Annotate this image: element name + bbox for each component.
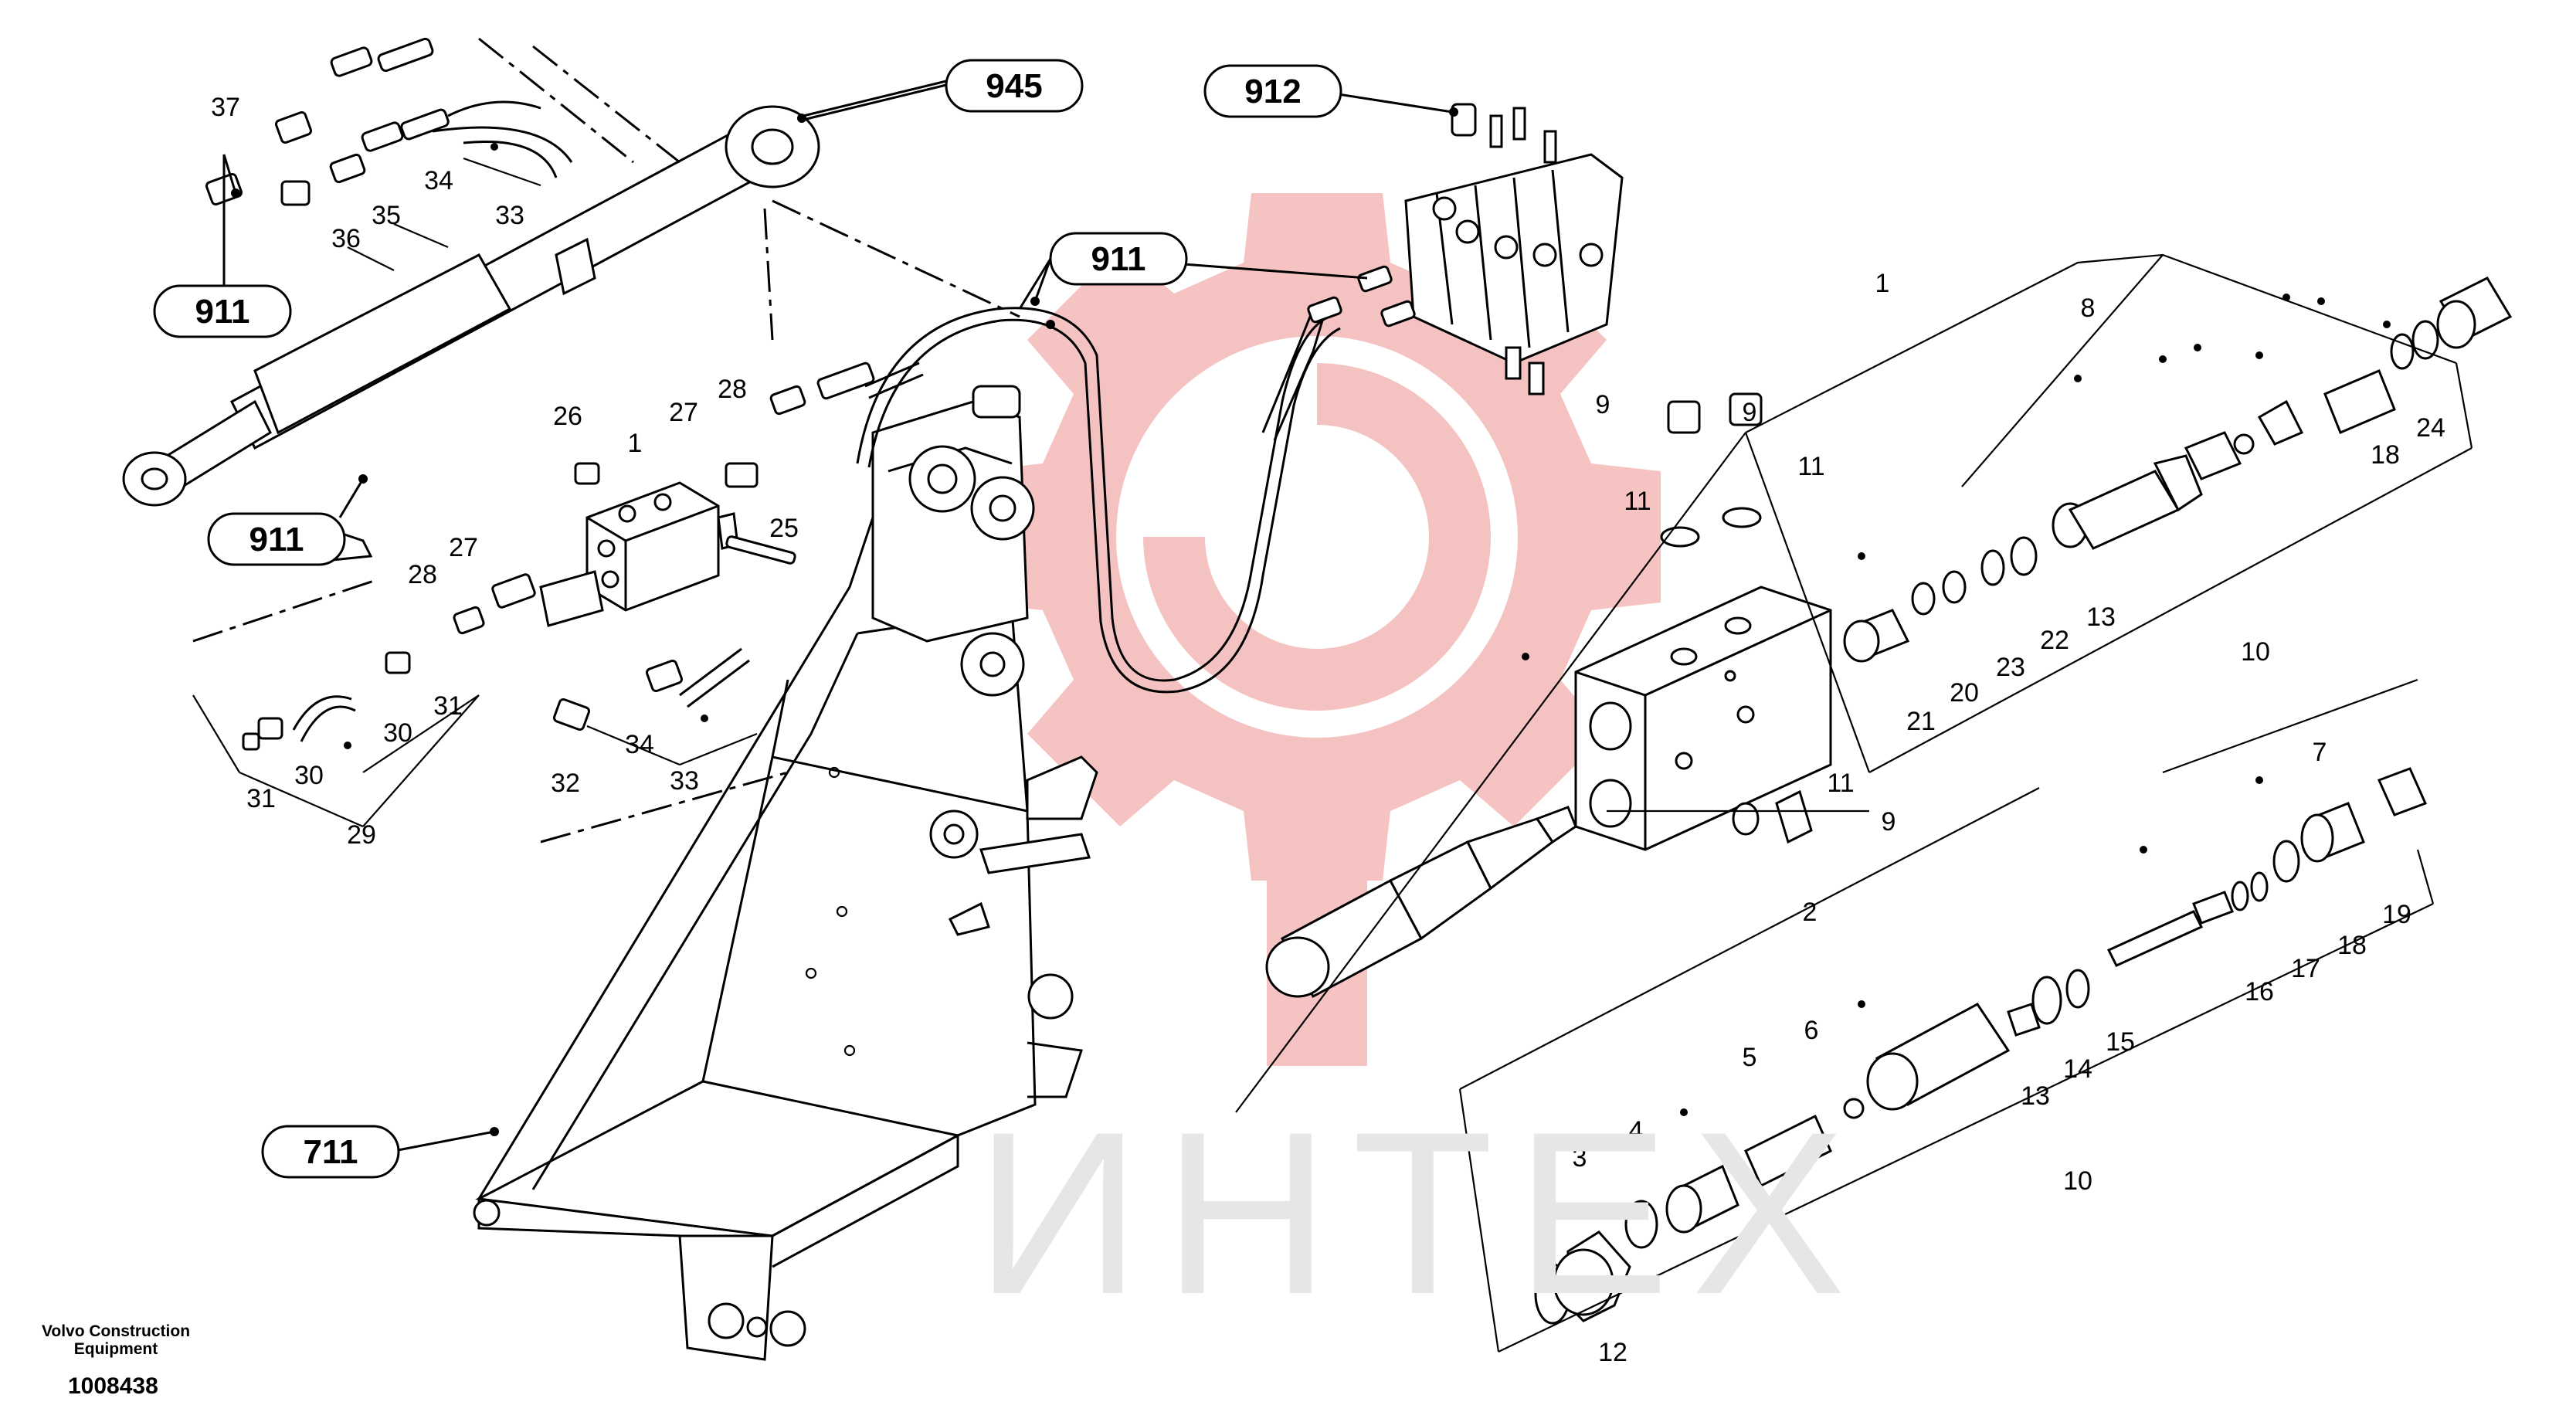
item-number: 33	[495, 201, 524, 230]
item-number: 28	[408, 560, 437, 589]
item-number: 20	[1950, 678, 1979, 708]
item-number: 32	[551, 769, 580, 798]
item-number: 24	[2416, 413, 2445, 443]
item-number: 26	[553, 402, 582, 431]
item-number: 33	[670, 766, 699, 796]
upper-cartridge-kit	[1843, 277, 2513, 663]
ref-label-911-top: 911	[1091, 240, 1146, 278]
centerlines	[192, 37, 1020, 843]
item-number: 23	[1996, 653, 2025, 682]
item-number: 2	[1803, 898, 1817, 927]
item-number: 37	[211, 93, 240, 122]
item-number: 3	[1573, 1143, 1587, 1173]
item-number: 27	[669, 398, 698, 427]
assembly-ref-911-mid[interactable]: 911	[207, 512, 346, 566]
item-numbers-valve-fittings: 26 27 28 1 25 27 28	[408, 375, 799, 589]
ref-leaders	[222, 80, 1458, 1152]
item-number: 13	[2021, 1081, 2050, 1111]
item-number: 10	[2241, 637, 2270, 667]
item-number: 9	[1596, 390, 1610, 419]
item-numbers-upper-kit: 8 18 24 13 22 23 20 21 10	[1906, 294, 2445, 736]
item-number: 9	[1743, 398, 1757, 427]
hydraulic-cylinder	[122, 105, 820, 562]
item-number: 4	[1629, 1116, 1644, 1146]
watermark-logo	[973, 193, 1661, 1066]
item-number: 11	[1797, 452, 1824, 481]
item-number: 16	[2245, 977, 2274, 1006]
item-number: 29	[347, 820, 376, 850]
item-number: 27	[449, 533, 478, 562]
item-number: 18	[2337, 931, 2367, 960]
item-number: 18	[2371, 440, 2400, 470]
item-number: 1	[628, 429, 643, 458]
item-number: 14	[2063, 1054, 2092, 1084]
assembly-ref-945[interactable]: 945	[945, 59, 1084, 113]
item-numbers-lower-hoses: 30 31 31 30 29 32 34 33	[246, 691, 699, 850]
lower-cartridge-kit	[1534, 767, 2428, 1325]
item-numbers-lower-kit: 7 19 18 17 16 15 14 13 6 5 4 3 12 10	[1573, 738, 2411, 1367]
item-number: 7	[2313, 738, 2327, 767]
item-number: 19	[2382, 900, 2411, 929]
item-numbers-valve-body: 1 9 9 11 11 11 9 2	[1596, 269, 1896, 927]
item-number: 28	[718, 375, 747, 404]
assembly-brackets	[192, 157, 2473, 1353]
item-number: 8	[2081, 294, 2096, 323]
item-number: 9	[1882, 807, 1896, 837]
item-number: 12	[1598, 1338, 1627, 1367]
item-number: 36	[331, 224, 361, 253]
item-number: 17	[2291, 954, 2320, 983]
holding-valve-block	[539, 481, 739, 627]
item-number: 31	[433, 691, 463, 721]
item-number: 35	[372, 201, 401, 230]
item-number: 6	[1804, 1016, 1819, 1045]
item-number: 30	[383, 718, 412, 748]
item-number: 22	[2040, 626, 2069, 655]
item-number: 25	[769, 514, 799, 543]
publisher-line-1: Volvo Construction	[41, 1322, 191, 1340]
ref-label-711: 711	[304, 1133, 358, 1171]
leader-dots	[344, 143, 2391, 1116]
item-number: 5	[1743, 1043, 1757, 1072]
item-number: 31	[246, 784, 276, 813]
ref-label-911-mid: 911	[249, 521, 304, 558]
hoses	[292, 100, 1341, 742]
publisher-line-2: Equipment	[73, 1340, 158, 1358]
control-valve-bank	[1404, 103, 1624, 395]
assembly-ref-911-left[interactable]: 911	[153, 284, 292, 338]
item-number: 13	[2086, 602, 2116, 632]
item-numbers-left-hoses: 37 34 35 36 33	[211, 93, 524, 253]
ref-label-912: 912	[1244, 73, 1301, 110]
item-number: 11	[1624, 487, 1651, 516]
item-number: 1	[1875, 269, 1890, 298]
item-number: 30	[294, 761, 324, 790]
item-number: 21	[1906, 707, 1936, 736]
ref-label-945: 945	[986, 67, 1042, 105]
boom-frame	[473, 385, 1098, 1361]
assembly-ref-711[interactable]: 711	[261, 1125, 400, 1179]
assembly-ref-911-top[interactable]: 911	[1049, 232, 1188, 286]
item-number: 34	[625, 730, 654, 759]
item-number: 11	[1827, 769, 1854, 798]
relief-valve-cartridge	[1265, 806, 1577, 999]
item-number: 15	[2106, 1027, 2135, 1057]
assembly-ref-912[interactable]: 912	[1203, 64, 1342, 118]
ref-label-911-left: 911	[195, 293, 250, 331]
item-number: 10	[2063, 1166, 2092, 1196]
drawing-number: 1008438	[68, 1373, 158, 1399]
credits-block: Volvo Construction Equipment 1008438	[31, 1322, 201, 1400]
item-number: 34	[424, 166, 453, 195]
